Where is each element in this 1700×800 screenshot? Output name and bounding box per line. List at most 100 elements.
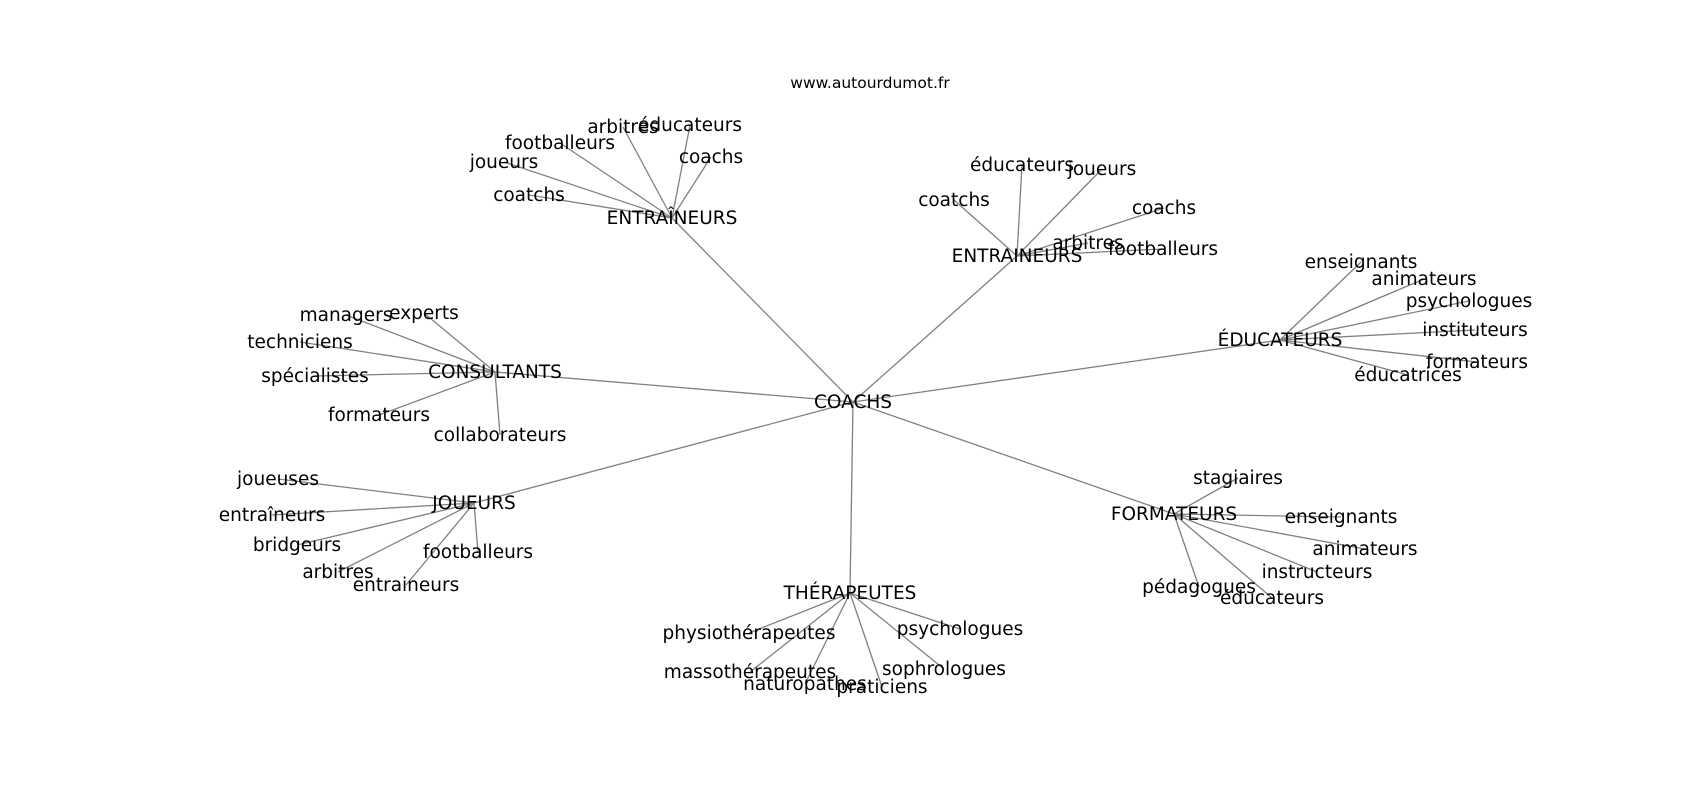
leaf-node: éducateurs [638, 115, 742, 136]
center-node: COACHS [814, 392, 892, 413]
leaf-node: entraineurs [353, 575, 460, 596]
watermark: www.autourdumot.fr [790, 74, 950, 92]
leaf-node: physiothérapeutes [663, 623, 836, 644]
leaf-node: psychologues [897, 619, 1024, 640]
edge-hub-leaf [337, 502, 475, 573]
edge-center-hub [671, 217, 854, 403]
leaf-node: arbitres [587, 117, 658, 138]
edge-hub-leaf [1279, 300, 1470, 341]
edge-hub-leaf [1016, 248, 1164, 257]
edge-hub-leaf [849, 592, 945, 670]
edge-hub-leaf [299, 341, 496, 373]
edge-center-hub [852, 401, 1175, 515]
edge-hub-leaf [1173, 477, 1239, 515]
leaf-node: formateurs [328, 405, 430, 426]
hub-node: ÉDUCATEURS [1218, 329, 1343, 351]
edge-hub-leaf [345, 314, 496, 373]
leaf-node: praticiens [836, 677, 927, 698]
hub-node: CONSULTANTS [428, 362, 562, 383]
edges-layer [271, 124, 1478, 688]
leaf-node: éducatrices [1354, 365, 1462, 386]
leaf-node: footballeurs [505, 133, 615, 154]
edge-hub-leaf [1279, 278, 1425, 341]
leaf-node: coatchs [493, 185, 565, 206]
leaf-node: joueurs [1067, 159, 1137, 180]
edge-hub-leaf [1279, 261, 1362, 341]
leaf-node: arbitres [302, 562, 373, 583]
leaf-node: instituteurs [1422, 320, 1527, 341]
leaf-node: enseignants [1305, 252, 1418, 273]
edge-hub-leaf [804, 592, 851, 685]
hub-node: JOUEURS [431, 493, 515, 514]
leaf-node: éducateurs [1220, 588, 1324, 609]
leaf-node: massothérapeutes [664, 662, 836, 683]
edge-hub-leaf [473, 502, 479, 553]
leaf-node: coachs [679, 147, 743, 168]
edge-center-hub [473, 401, 854, 504]
leaf-node: experts [389, 303, 459, 324]
leaf-node: coatchs [918, 190, 990, 211]
leaf-node: entraîneurs [219, 505, 326, 526]
edge-hub-leaf [1016, 168, 1103, 257]
hub-node: THÉRAPEUTES [783, 582, 917, 604]
leaf-node: instructeurs [1262, 562, 1373, 583]
edge-hub-leaf [1279, 329, 1476, 341]
leaf-node: joueuses [236, 469, 319, 490]
edge-hub-leaf [494, 371, 501, 436]
leaf-node: formateurs [1426, 352, 1528, 373]
leaf-node: techniciens [247, 332, 352, 353]
hub-node: ENTRAINEURS [952, 246, 1083, 267]
leaf-node: collaborateurs [434, 425, 567, 446]
edge-hub-leaf [1173, 513, 1342, 518]
edge-hub-leaf [748, 592, 851, 634]
edge-hub-leaf [405, 502, 475, 586]
edge-center-hub [494, 371, 854, 403]
leaf-node: naturopathes [743, 674, 867, 695]
edge-hub-leaf [528, 194, 673, 219]
edge-hub-leaf [1279, 339, 1409, 376]
edge-hub-leaf [1173, 513, 1318, 573]
edge-hub-leaf [1173, 513, 1366, 550]
edge-hub-leaf [849, 592, 883, 688]
leaf-node: footballeurs [1108, 239, 1218, 260]
edge-hub-leaf [671, 156, 712, 219]
leaf-node: pédagogues [1142, 577, 1256, 598]
edge-hub-leaf [314, 371, 496, 377]
leaf-node: managers [300, 305, 393, 326]
edge-hub-leaf [671, 124, 691, 219]
leaf-node: arbitres [1052, 233, 1123, 254]
edge-hub-leaf [1016, 242, 1089, 257]
edge-center-hub [852, 255, 1018, 403]
leaf-node: enseignants [1285, 507, 1398, 528]
leaf-node: coachs [1132, 198, 1196, 219]
edge-hub-leaf [503, 161, 673, 219]
edge-hub-leaf [953, 199, 1018, 257]
leaf-node: éducateurs [970, 155, 1074, 176]
leaf-node: animateurs [1371, 269, 1476, 290]
edge-hub-leaf [378, 371, 496, 416]
leaf-node: sophrologues [882, 659, 1006, 680]
leaf-node: stagiaires [1193, 468, 1283, 489]
edge-hub-leaf [423, 312, 496, 373]
edge-center-hub [849, 401, 854, 594]
edge-hub-leaf [1173, 513, 1200, 588]
edge-hub-leaf [277, 478, 475, 504]
leaf-node: spécialistes [261, 366, 369, 387]
leaf-node: animateurs [1312, 539, 1417, 560]
edge-hub-leaf [296, 502, 475, 546]
edge-hub-leaf [622, 126, 673, 219]
labels-layer: COACHSéducateursarbitresfootballeursjoue… [219, 115, 1533, 698]
edge-hub-leaf [1016, 207, 1165, 257]
leaf-node: footballeurs [423, 542, 533, 563]
edge-hub-leaf [1279, 339, 1478, 363]
edge-hub-leaf [749, 592, 851, 673]
edge-hub-leaf [559, 142, 673, 219]
hub-node: ENTRAÎNEURS [607, 207, 738, 229]
edge-hub-leaf [1173, 513, 1273, 599]
edge-hub-leaf [271, 502, 475, 516]
edge-center-hub [852, 339, 1281, 403]
leaf-node: bridgeurs [253, 535, 341, 556]
edge-hub-leaf [1016, 164, 1023, 257]
leaf-node: psychologues [1406, 291, 1533, 312]
